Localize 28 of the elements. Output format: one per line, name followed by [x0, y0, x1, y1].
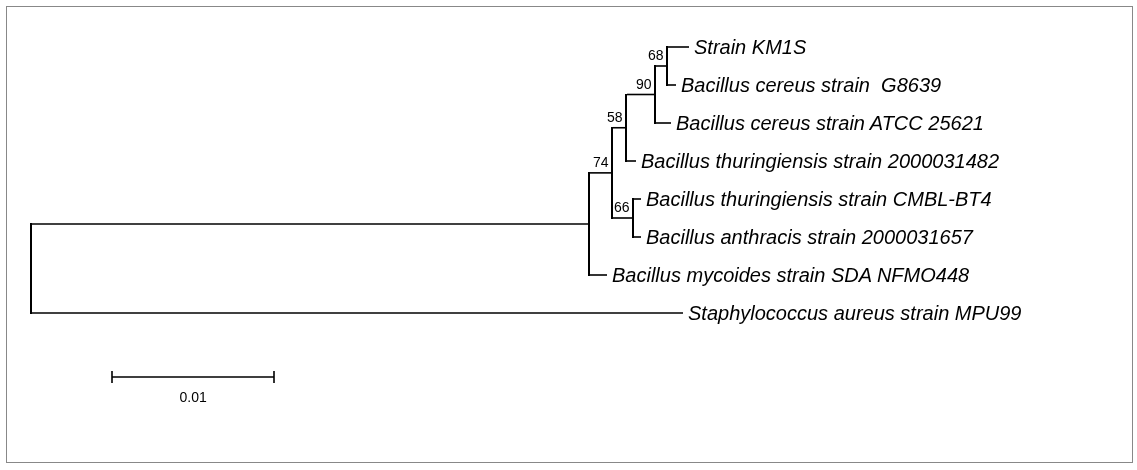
tree-branch	[667, 84, 677, 86]
taxon-label: Bacillus cereus strain G8639	[676, 73, 942, 97]
taxon-label: Strain KM1S	[689, 35, 807, 59]
taxon-label: Bacillus cereus strain ATCC 25621	[671, 111, 984, 135]
tree-branch	[612, 217, 633, 219]
tree-branch	[655, 122, 672, 124]
tree-branch	[626, 93, 655, 96]
tree-branch	[589, 172, 612, 174]
tree-branch	[612, 126, 626, 129]
tree-branch	[667, 46, 690, 48]
bootstrap-value: 58	[607, 108, 623, 125]
tree-branch	[589, 274, 608, 276]
taxon-label: Staphylococcus aureus strain MPU99	[683, 301, 1022, 325]
tree-branch	[626, 160, 637, 162]
bootstrap-value: 68	[648, 47, 664, 63]
bootstrap-value: 90	[636, 75, 652, 92]
tree-branch	[31, 312, 684, 314]
taxon-label: Bacillus thuringiensis strain CMBL-BT4	[641, 187, 992, 211]
taxon-label: Bacillus anthracis strain 2000031657	[641, 225, 973, 249]
scale-label: 0.01	[179, 389, 207, 405]
bootstrap-value: 74	[593, 153, 609, 170]
tree-branch	[31, 223, 589, 225]
taxon-label: Bacillus thuringiensis strain 2000031482	[636, 149, 999, 173]
taxon-label: Bacillus mycoides strain SDA NFMO448	[607, 263, 970, 287]
tree-branch	[633, 236, 642, 238]
bootstrap-value: 66	[614, 199, 630, 215]
tree-branch	[655, 65, 667, 67]
tree-branch	[633, 198, 642, 200]
